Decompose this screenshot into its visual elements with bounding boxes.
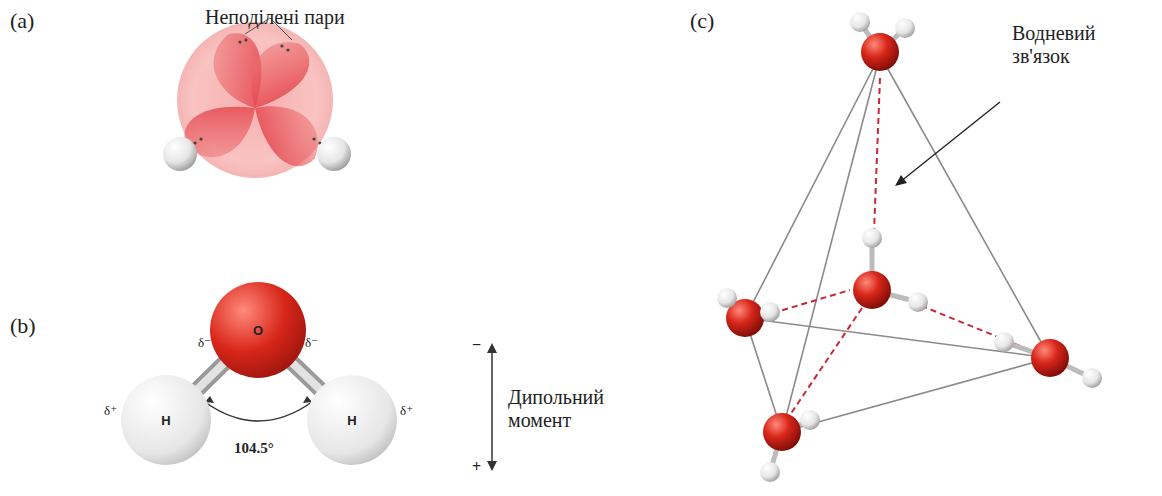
pointer-arrow <box>900 102 1000 182</box>
panel-letter: (b) <box>10 313 36 338</box>
hydrogen-atom: H <box>307 375 397 465</box>
atom <box>861 33 899 71</box>
dipole-label: Дипольний момент <box>508 386 618 432</box>
atom <box>850 12 870 32</box>
panel-letter: (c) <box>690 8 714 33</box>
atom <box>908 292 928 312</box>
oxygen-atom: O <box>210 282 306 378</box>
tetrahedron <box>745 55 1050 432</box>
atom <box>760 462 780 482</box>
atom <box>895 18 915 38</box>
atom <box>994 332 1014 352</box>
atom <box>853 271 891 309</box>
atom <box>800 410 820 430</box>
electron-cloud <box>163 22 351 178</box>
hydrogen-bonds <box>763 78 1030 415</box>
dipole-arrowheads <box>487 343 497 471</box>
dipole-arrow <box>491 348 493 466</box>
covalent-bond <box>291 362 321 390</box>
atom <box>1031 339 1069 377</box>
hydrogen-atom: H <box>121 375 211 465</box>
partial-charge: δ⁺ <box>104 404 117 419</box>
atom-symbol: O <box>253 323 263 338</box>
charge-sign: − <box>472 336 481 354</box>
covalent-bond <box>197 362 225 390</box>
partial-charge: δ⁻ <box>198 336 211 351</box>
atom-symbol: H <box>347 413 356 428</box>
atom <box>1082 368 1102 388</box>
covalent-bond <box>291 362 321 390</box>
atom <box>862 228 882 248</box>
angle-arc <box>205 402 312 421</box>
angle-value: 104.5° <box>234 440 274 457</box>
callout-label: Водневий зв'язок <box>1012 22 1152 68</box>
charge-sign: + <box>472 458 481 476</box>
angle-arrowheads <box>205 396 312 403</box>
water-molecules <box>717 12 1102 482</box>
partial-charge: δ⁻ <box>305 336 318 351</box>
callout-label: Неподілені пари <box>205 6 345 29</box>
pointer-arrowhead <box>895 175 907 186</box>
partial-charge: δ⁺ <box>400 404 413 419</box>
atom <box>717 288 737 308</box>
atom <box>763 413 801 451</box>
atom <box>760 302 780 322</box>
atom-symbol: H <box>161 413 170 428</box>
panel-letter: (a) <box>10 8 34 33</box>
covalent-bond <box>197 362 225 390</box>
